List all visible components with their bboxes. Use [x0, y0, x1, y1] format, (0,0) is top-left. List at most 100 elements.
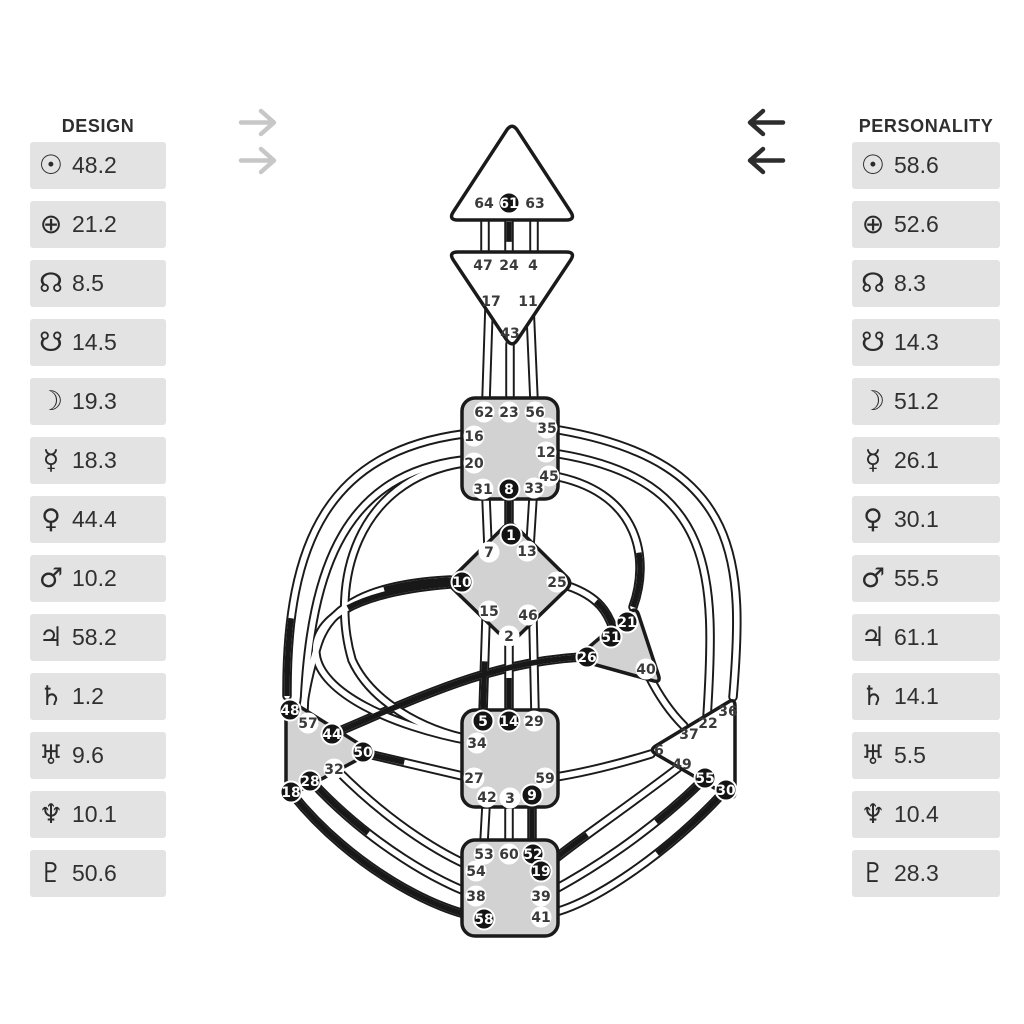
- gate-47: 47: [473, 258, 492, 274]
- channel-core-20-34: [341, 460, 476, 743]
- gate-48: 48: [278, 698, 302, 722]
- gate-58: 58: [472, 907, 496, 931]
- svg-text:24: 24: [499, 258, 519, 274]
- planet-row-jupiter[interactable]: ♃58.2: [30, 614, 166, 661]
- planet-row-north-node[interactable]: ☊8.5: [30, 260, 166, 307]
- gate-35: 35: [536, 417, 558, 439]
- mars-icon: ♂: [860, 563, 886, 594]
- svg-text:1: 1: [506, 528, 516, 544]
- planet-row-jupiter[interactable]: ♃61.1: [852, 614, 1000, 661]
- gate-line-value: 14.5: [72, 329, 117, 355]
- gate-54: 54: [465, 860, 487, 882]
- sun-icon: ☉: [860, 150, 886, 181]
- gate-line-value: 9.6: [72, 742, 104, 768]
- planet-row-moon[interactable]: ☽19.3: [30, 378, 166, 425]
- earth-icon: ⊕: [39, 209, 63, 240]
- gate-44: 44: [320, 722, 344, 746]
- gate-40: 40: [635, 658, 657, 680]
- saturn-icon: ♄: [38, 681, 64, 712]
- planet-row-neptune[interactable]: ♆10.1: [30, 791, 166, 838]
- gate-12: 12: [535, 441, 557, 463]
- svg-text:28: 28: [300, 774, 319, 790]
- gate-32: 32: [323, 758, 345, 780]
- planet-row-earth[interactable]: ⊕52.6: [852, 201, 1000, 248]
- svg-text:61: 61: [499, 196, 518, 212]
- gate-55: 55: [693, 766, 717, 790]
- channel-activation-30-41: [551, 792, 725, 916]
- gate-line-value: 55.5: [894, 565, 939, 591]
- personality-panel-title: PERSONALITY: [858, 116, 994, 136]
- planet-row-sun[interactable]: ☉58.6: [852, 142, 1000, 189]
- planet-row-uranus[interactable]: ♅9.6: [30, 732, 166, 779]
- gate-9: 9: [520, 783, 544, 807]
- planet-row-earth[interactable]: ⊕21.2: [30, 201, 166, 248]
- svg-text:11: 11: [518, 294, 537, 310]
- planet-row-moon[interactable]: ☽ 51.2: [852, 378, 1000, 425]
- moon-icon: ☽: [860, 386, 886, 417]
- svg-text:15: 15: [479, 604, 498, 620]
- planet-row-north-node[interactable]: ☊8.3: [852, 260, 1000, 307]
- gate-13: 13: [516, 540, 538, 562]
- gate-27: 27: [463, 767, 485, 789]
- jupiter-icon: ♃: [38, 622, 64, 653]
- planet-row-saturn[interactable]: ♄14.1: [852, 673, 1000, 720]
- gate-22: 22: [698, 716, 717, 732]
- svg-text:19: 19: [531, 864, 550, 880]
- gate-46: 46: [517, 604, 539, 626]
- svg-text:39: 39: [531, 889, 550, 905]
- gate-line-value: 10.1: [72, 801, 117, 827]
- gate-line-value: 51.2: [894, 388, 939, 414]
- svg-text:51: 51: [601, 630, 620, 646]
- channel-activation-25-51: [567, 583, 616, 629]
- gate-63: 63: [525, 196, 544, 212]
- svg-text:58: 58: [474, 912, 493, 928]
- design-panel-title: DESIGN: [61, 116, 135, 136]
- planet-row-mercury[interactable]: ☿26.1: [852, 437, 1000, 484]
- gate-52: 52: [521, 842, 545, 866]
- planet-row-sun[interactable]: ☉48.2: [30, 142, 166, 189]
- gate-64: 64: [474, 196, 494, 212]
- svg-text:34: 34: [467, 736, 487, 752]
- svg-text:46: 46: [518, 608, 537, 624]
- gate-18: 18: [279, 780, 303, 804]
- planet-row-pluto[interactable]: ♇ 28.3: [852, 850, 1000, 897]
- planet-row-south-node[interactable]: ☋14.5: [30, 319, 166, 366]
- svg-text:27: 27: [464, 771, 483, 787]
- gate-7: 7: [478, 541, 500, 563]
- gate-49: 49: [672, 757, 691, 773]
- planet-row-pluto[interactable]: ♇50.6: [30, 850, 166, 897]
- gate-59: 59: [534, 767, 556, 789]
- svg-text:23: 23: [499, 405, 518, 421]
- gate-33: 33: [523, 477, 545, 499]
- planet-row-neptune[interactable]: ♆10.4: [852, 791, 1000, 838]
- svg-text:5: 5: [478, 714, 488, 730]
- channel-activation-10-34: [312, 581, 472, 744]
- jupiter-icon: ♃: [860, 622, 886, 653]
- channel-core-6-59: [547, 751, 654, 781]
- planet-row-venus[interactable]: ♀44.4: [30, 496, 166, 543]
- planet-row-uranus[interactable]: ♅5.5: [852, 732, 1000, 779]
- planet-row-saturn[interactable]: ♄1.2: [30, 673, 166, 720]
- gate-4: 4: [528, 258, 538, 274]
- planet-row-mercury[interactable]: ☿18.3: [30, 437, 166, 484]
- gate-51: 51: [599, 625, 623, 649]
- planet-row-venus[interactable]: ♀30.1: [852, 496, 1000, 543]
- planet-row-mars[interactable]: ♂ 55.5: [852, 555, 1000, 602]
- svg-text:32: 32: [324, 762, 343, 778]
- svg-text:52: 52: [523, 847, 542, 863]
- planet-row-mars[interactable]: ♂10.2: [30, 555, 166, 602]
- channel-core-46-29: [530, 618, 538, 715]
- svg-text:59: 59: [535, 771, 554, 787]
- channel-25-51: [563, 581, 618, 633]
- svg-text:60: 60: [499, 847, 519, 863]
- gate-25: 25: [546, 571, 568, 593]
- gate-53: 53: [473, 843, 495, 865]
- channel-core-30-41: [549, 791, 725, 916]
- gate-16: 16: [463, 425, 485, 447]
- gate-line-value: 28.3: [894, 860, 939, 886]
- planet-row-south-node[interactable]: ☋14.3: [852, 319, 1000, 366]
- svg-text:13: 13: [517, 544, 536, 560]
- pluto-icon: ♇: [860, 858, 886, 889]
- gate-31: 31: [472, 478, 494, 500]
- svg-text:41: 41: [531, 910, 550, 926]
